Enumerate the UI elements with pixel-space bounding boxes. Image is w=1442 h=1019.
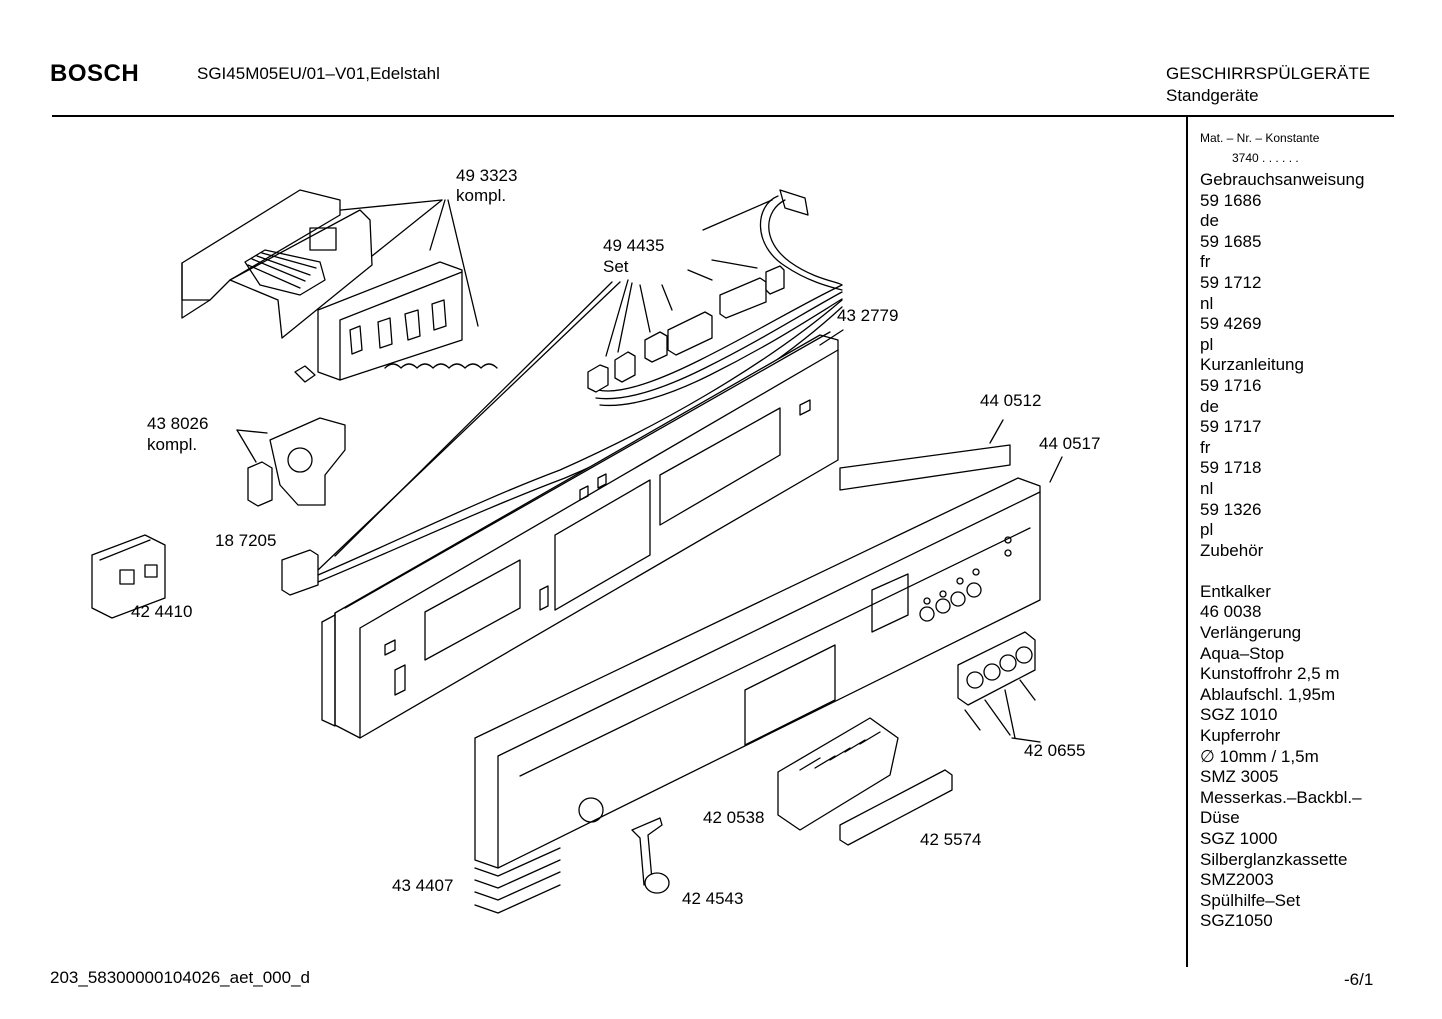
sidebar-line: Silberglanzkassette bbox=[1200, 849, 1348, 869]
sidebar-line bbox=[1200, 561, 1436, 582]
model-title: SGI45M05EU/01–V01,Edelstahl bbox=[197, 64, 440, 83]
sidebar-line: SMZ2003 bbox=[1200, 870, 1274, 890]
document-id: 203_58300000104026_aet_000_d bbox=[50, 968, 310, 987]
sidebar-line: SGZ1050 bbox=[1200, 911, 1273, 931]
sidebar-line: pl bbox=[1200, 520, 1214, 540]
part-label-425574: 42 5574 bbox=[920, 830, 981, 849]
button-and-handle-illustration bbox=[631, 631, 1041, 894]
sidebar-line: Kunstoffrohr 2,5 m bbox=[1200, 664, 1340, 684]
part-label-438026: 43 8026 bbox=[147, 414, 208, 433]
sidebar-line: 59 1717 bbox=[1200, 417, 1262, 437]
brand-logo: BOSCH bbox=[50, 60, 140, 87]
sidebar-line: Aqua–Stop bbox=[1200, 643, 1285, 663]
page-number: -6/1 bbox=[1344, 970, 1374, 989]
constant-value: 3740 . . . . . . bbox=[1232, 151, 1299, 165]
sidebar-line: SMZ 3005 bbox=[1200, 767, 1279, 787]
part-label-424410: 42 4410 bbox=[131, 602, 192, 621]
sidebar-line: 46 0038 bbox=[1200, 602, 1262, 622]
sidebar-line: 59 1718 bbox=[1200, 458, 1262, 478]
exploded-parts-diagram: 49 3323 kompl. 49 4435 Set 43 2779 43 80… bbox=[91, 166, 1100, 914]
wiring-harness-illustration bbox=[281, 189, 843, 596]
sidebar-line: nl bbox=[1200, 478, 1214, 498]
part-label-493323-sub: kompl. bbox=[456, 186, 506, 205]
sidebar-line: Kurzanleitung bbox=[1200, 355, 1304, 375]
sidebar-line: de bbox=[1200, 396, 1219, 416]
sidebar-line: Düse bbox=[1200, 808, 1240, 828]
header-divider bbox=[52, 115, 1394, 117]
sidebar-line: Spülhilfe–Set bbox=[1200, 890, 1301, 910]
part-label-424543: 42 4543 bbox=[682, 889, 743, 908]
front-fascia-illustration bbox=[474, 419, 1063, 914]
sidebar-line: Zubehör bbox=[1200, 540, 1264, 560]
small-components-illustration bbox=[91, 417, 346, 619]
panel-frame-illustration bbox=[321, 329, 844, 739]
sidebar-line: 59 1712 bbox=[1200, 272, 1262, 292]
part-label-494435: 49 4435 bbox=[603, 236, 664, 255]
part-label-434407: 43 4407 bbox=[392, 876, 453, 895]
category-subtitle: Standgeräte bbox=[1166, 86, 1259, 105]
sidebar-divider bbox=[1186, 117, 1188, 967]
part-label-440512: 44 0512 bbox=[980, 391, 1041, 410]
sidebar-line: fr bbox=[1200, 437, 1211, 457]
part-label-187205: 18 7205 bbox=[215, 531, 276, 550]
sidebar-line: Entkalker bbox=[1200, 581, 1271, 601]
sidebar-line: Kupferrohr bbox=[1200, 726, 1281, 746]
part-label-438026-sub: kompl. bbox=[147, 435, 197, 454]
part-label-440517: 44 0517 bbox=[1039, 434, 1100, 453]
sidebar-line: pl bbox=[1200, 334, 1214, 354]
part-label-420655: 42 0655 bbox=[1024, 741, 1085, 760]
sidebar-line: Gebrauchsanweisung bbox=[1200, 170, 1365, 189]
sidebar-line: 59 1685 bbox=[1200, 231, 1262, 251]
category-title: GESCHIRRSPÜLGERÄTE bbox=[1166, 64, 1371, 83]
control-board-illustration bbox=[181, 189, 498, 383]
sidebar-line: nl bbox=[1200, 293, 1214, 313]
sidebar-line: Messerkas.–Backbl.– bbox=[1200, 787, 1362, 807]
sidebar-line: Ablaufschl. 1,95m bbox=[1200, 684, 1336, 704]
parts-sidebar: Mat. – Nr. – Konstante 3740 . . . . . . … bbox=[1200, 130, 1436, 932]
sidebar-line: de bbox=[1200, 211, 1219, 231]
part-label-494435-sub: Set bbox=[603, 257, 629, 276]
part-label-432779: 43 2779 bbox=[837, 306, 898, 325]
sidebar-line: 59 1716 bbox=[1200, 375, 1262, 395]
sidebar-line: 59 1686 bbox=[1200, 190, 1262, 210]
sidebar-line: 59 4269 bbox=[1200, 314, 1262, 334]
constant-label: Mat. – Nr. – Konstante bbox=[1200, 131, 1320, 145]
sidebar-line: SGZ 1000 bbox=[1200, 829, 1278, 848]
sidebar-line: 59 1326 bbox=[1200, 499, 1262, 519]
sidebar-line: SGZ 1010 bbox=[1200, 705, 1278, 725]
sidebar-line: Verlängerung bbox=[1200, 623, 1302, 643]
sidebar-line: fr bbox=[1200, 252, 1211, 272]
sidebar-line: ∅ 10mm / 1,5m bbox=[1200, 746, 1319, 766]
part-label-420538: 42 0538 bbox=[703, 808, 764, 827]
part-label-493323: 49 3323 bbox=[456, 166, 517, 185]
